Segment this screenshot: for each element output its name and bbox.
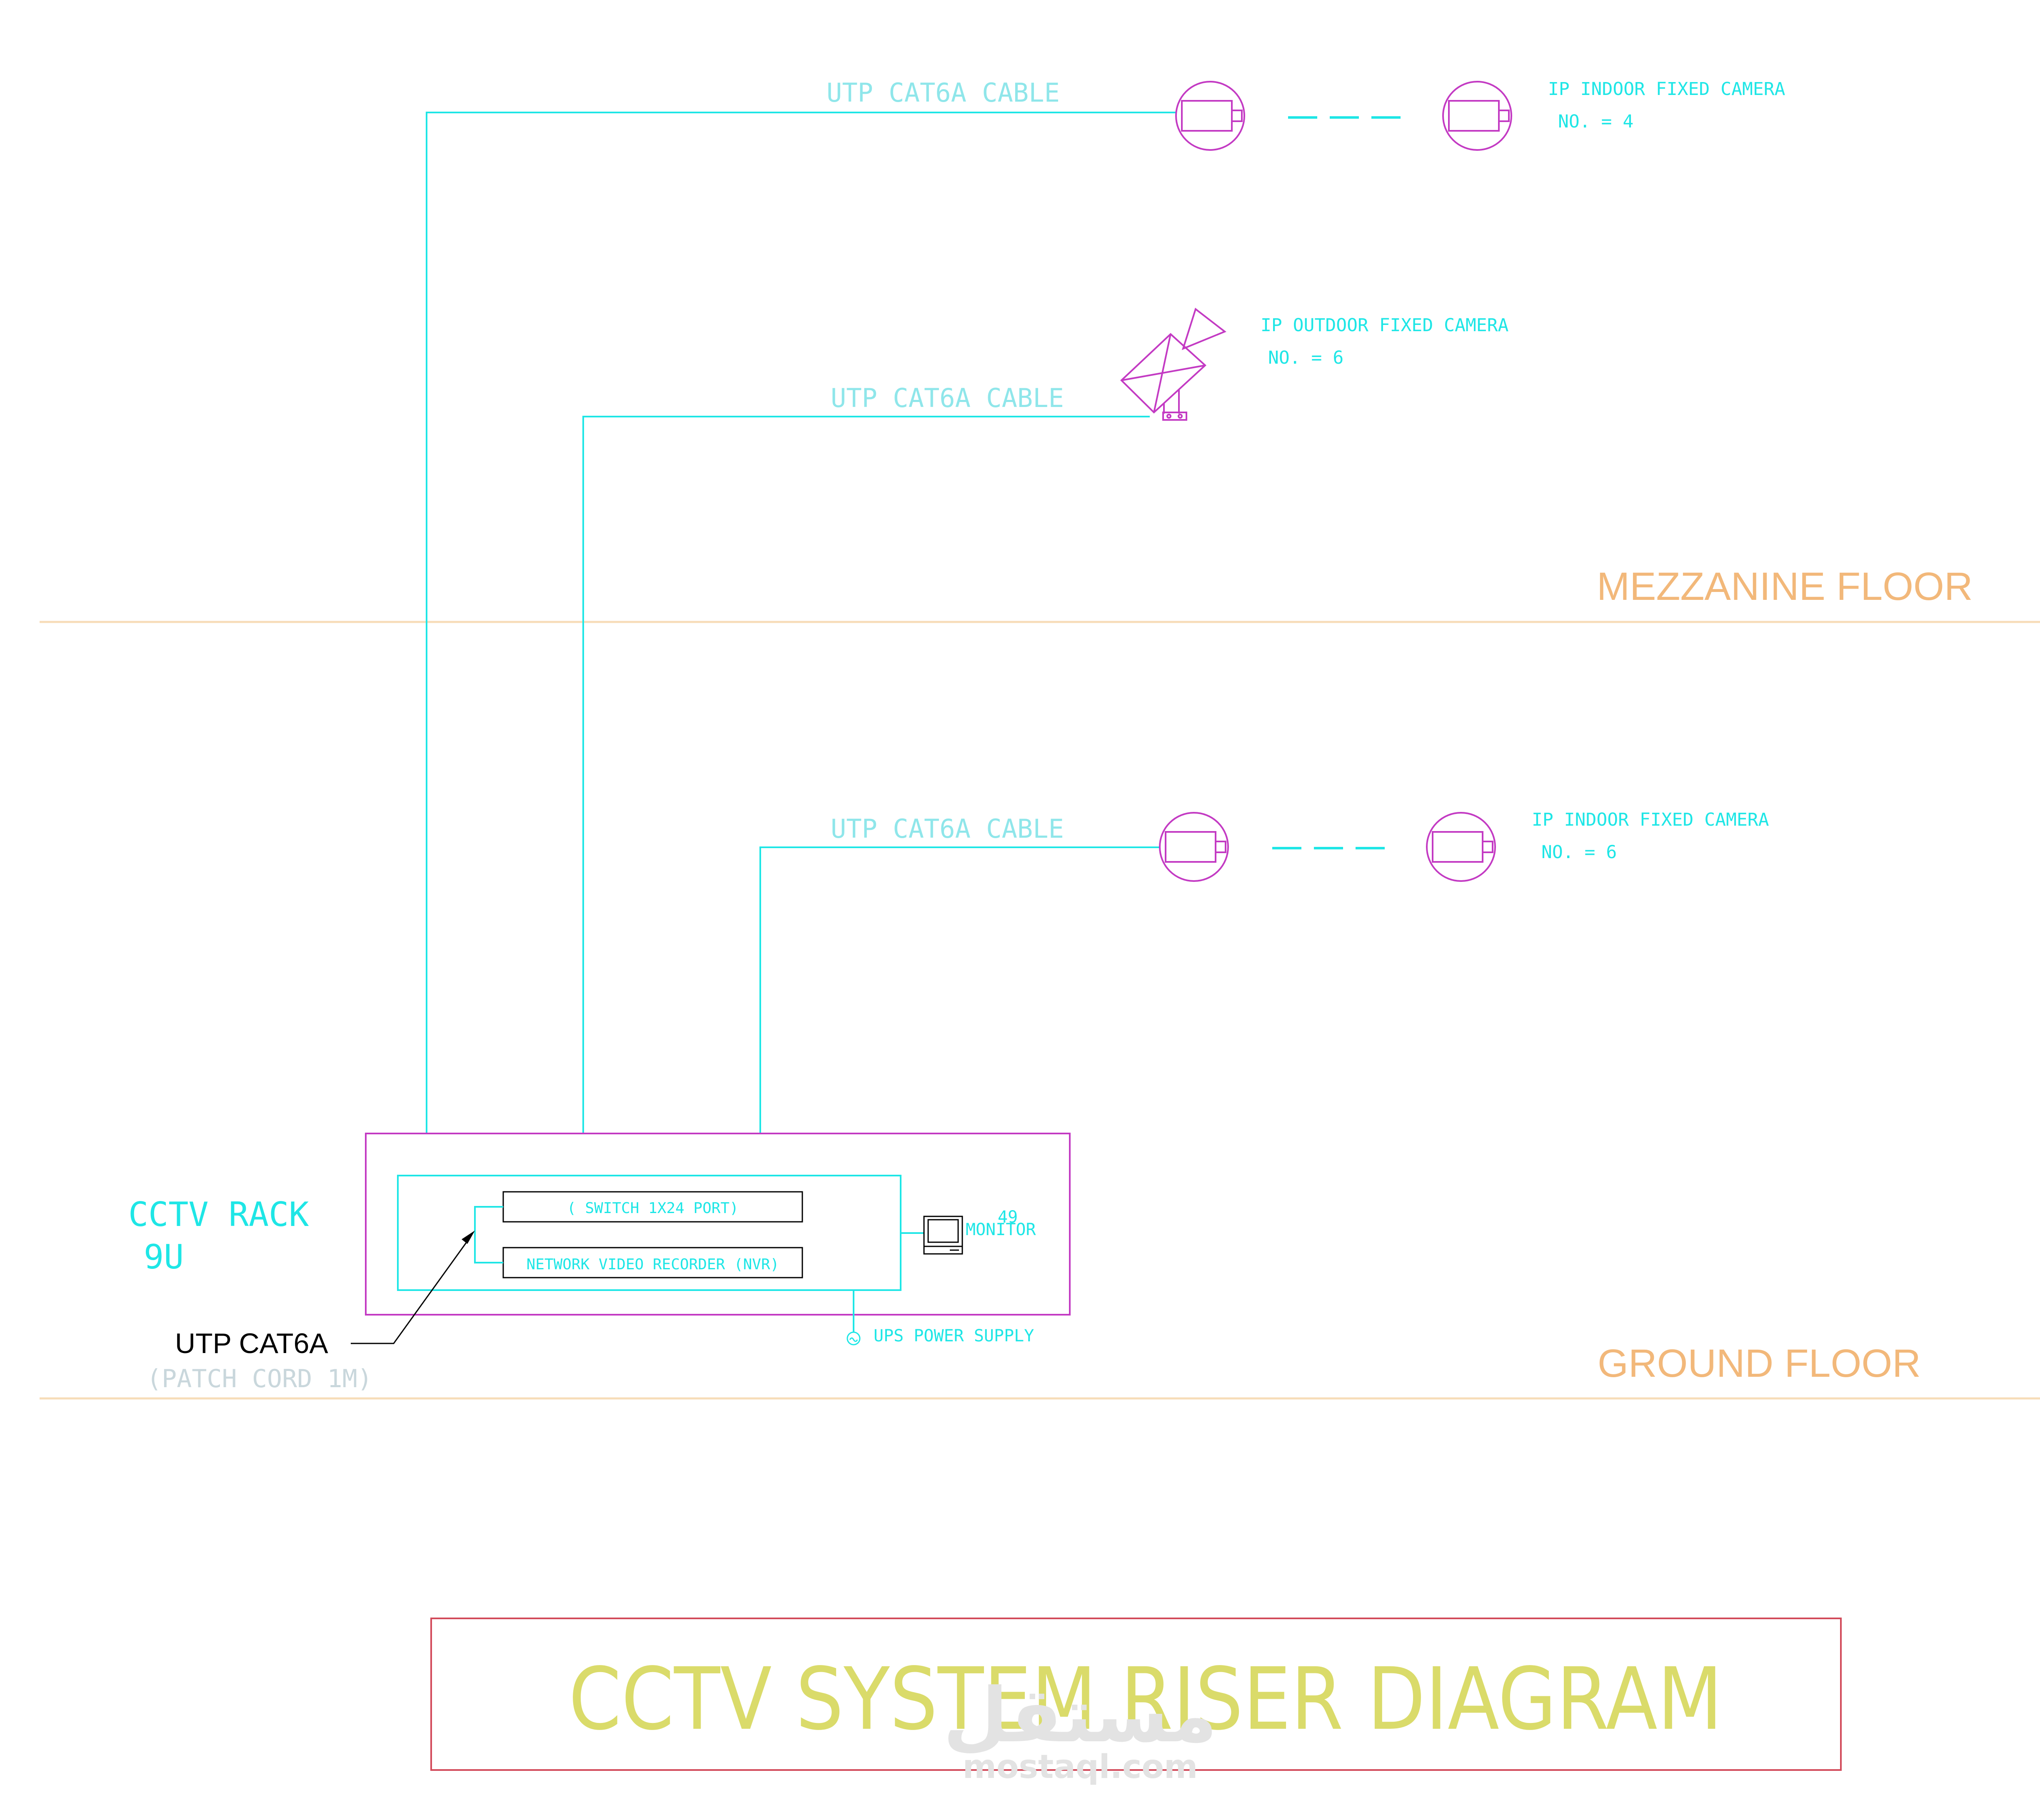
patch-cord-link [474, 1206, 503, 1263]
indoor-camera-icon [1175, 81, 1245, 151]
ups-label: UPS POWER SUPPLY [874, 1326, 1034, 1346]
cable-label-top: UTP CAT6A CABLE [826, 77, 1060, 108]
camera-type-label: IP OUTDOOR FIXED CAMERA [1261, 315, 1509, 336]
ground-floor-label: GROUND FLOOR [1598, 1341, 1921, 1386]
title-block [430, 1618, 1842, 1771]
cctv-rack: ( SWITCH 1X24 PORT) NETWORK VIDEO RECORD… [365, 1133, 1071, 1346]
patch-cord-label: UTP CAT6A [175, 1328, 328, 1359]
camera-count-label: NO. = 4 [1558, 111, 1633, 132]
ups-icon [846, 1331, 861, 1346]
outdoor-camera-icon [1120, 307, 1226, 421]
patch-cord-sublabel: (PATCH CORD 1M) [147, 1364, 372, 1393]
rack-label-line2: 9U [144, 1238, 184, 1276]
switch-label: ( SWITCH 1X24 PORT) [567, 1200, 739, 1217]
cable-route-middle [582, 416, 1150, 1133]
leader-arrowhead [462, 1231, 475, 1244]
cable-label-bottom: UTP CAT6A CABLE [831, 814, 1064, 844]
camera-count-label: NO. = 6 [1541, 842, 1617, 863]
camera-type-label: IP INDOOR FIXED CAMERA [1532, 809, 1769, 830]
rack-label-line1: CCTV RACK [128, 1195, 309, 1234]
rack-outer-frame [365, 1133, 1071, 1316]
indoor-camera-icon [1426, 812, 1496, 882]
indoor-camera-icon [1159, 812, 1229, 882]
cable-label-middle: UTP CAT6A CABLE [831, 383, 1064, 413]
nvr-label: NETWORK VIDEO RECORDER (NVR) [527, 1256, 779, 1273]
diagram-title: CCTV SYSTEM RISER DIAGRAM [569, 1649, 1723, 1749]
patch-cord-leader [351, 1236, 472, 1344]
monitor-icon [923, 1216, 963, 1255]
camera-type-label: IP INDOOR FIXED CAMERA [1548, 79, 1785, 100]
watermark-arabic: مستقل [943, 1672, 1217, 1759]
watermark-latin: mostaql.com [963, 1748, 1198, 1786]
mezzanine-floor-label: MEZZANINE FLOOR [1597, 564, 1973, 609]
cable-route-bottom [759, 846, 1160, 1133]
indoor-camera-icon [1442, 81, 1512, 151]
camera-count-label: NO. = 6 [1268, 347, 1343, 368]
monitor-label: MONITOR [966, 1220, 1036, 1239]
cable-routes [426, 112, 1177, 1133]
cable-route-top [426, 112, 1177, 1133]
monitor-size-label: 49 [998, 1208, 1018, 1227]
